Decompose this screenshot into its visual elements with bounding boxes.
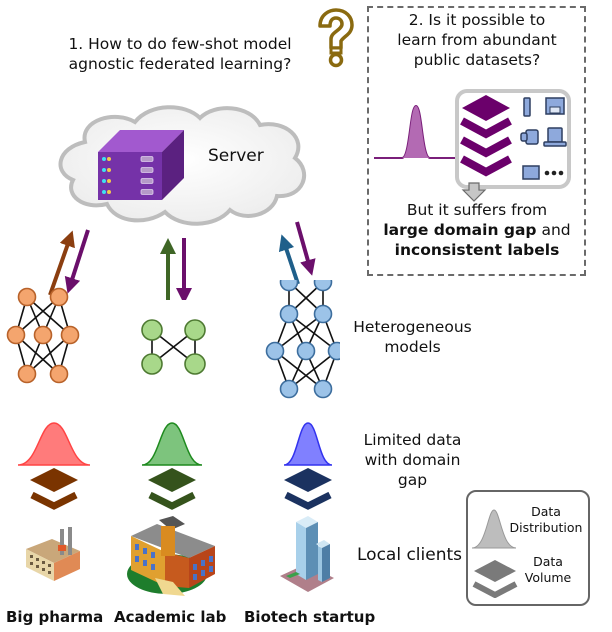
question-2-line1: 2. Is it possible to bbox=[408, 11, 546, 29]
network-node bbox=[279, 280, 299, 292]
network-edge bbox=[288, 350, 338, 390]
network-node bbox=[313, 304, 333, 324]
legend-dist-line1: Data bbox=[531, 504, 561, 519]
client-data bbox=[17, 422, 333, 510]
question-mark-icon bbox=[318, 8, 354, 68]
public-data-volume-icon bbox=[460, 95, 512, 177]
legend-volume-label: Data Volume bbox=[508, 554, 588, 586]
network-edge bbox=[26, 334, 71, 375]
network-node bbox=[296, 341, 316, 361]
heterogeneous-models-label: Heterogeneous models bbox=[340, 317, 485, 357]
local-clients-label: Local clients bbox=[357, 545, 463, 565]
model-network-1 bbox=[141, 319, 206, 375]
legend-vol-line1: Data bbox=[533, 554, 563, 569]
network-node bbox=[17, 364, 37, 384]
question-1-line2: agnostic federated learning? bbox=[68, 55, 292, 73]
academic-building-icon bbox=[127, 516, 215, 596]
network-edge bbox=[288, 313, 338, 352]
question-1: 1. How to do few-shot model agnostic fed… bbox=[40, 34, 320, 74]
question-2-line3: public datasets? bbox=[413, 51, 541, 69]
mug-icon bbox=[520, 129, 539, 145]
communication-arrows bbox=[48, 221, 316, 300]
data-label-line1: Limited data bbox=[363, 431, 462, 449]
question-2: 2. Is it possible to learn from abundant… bbox=[370, 10, 584, 70]
network-node bbox=[60, 325, 80, 345]
legend-volume-icon bbox=[472, 560, 518, 598]
network-node bbox=[17, 287, 37, 307]
upload-arrow-big-pharma bbox=[48, 230, 75, 296]
limited-data-label: Limited data with domain gap bbox=[340, 430, 485, 490]
legend-distribution-icon bbox=[472, 509, 516, 549]
legend: Data Distribution Data Volume bbox=[466, 490, 590, 606]
network-edge bbox=[15, 296, 60, 336]
factory-icon bbox=[26, 527, 80, 581]
network-node bbox=[313, 379, 333, 399]
result-line1: But it suffers from bbox=[406, 201, 548, 219]
network-node bbox=[49, 287, 69, 307]
data-volume-icon-1 bbox=[148, 468, 196, 510]
laptop-icon bbox=[543, 127, 567, 147]
model-network-0 bbox=[6, 287, 80, 384]
data-distribution-2 bbox=[283, 422, 333, 466]
download-arrow-big-pharma bbox=[64, 229, 90, 294]
upload-arrow-biotech-startup bbox=[278, 234, 300, 285]
network-node bbox=[141, 353, 163, 375]
public-data-distribution-icon bbox=[374, 104, 459, 159]
legend-dist-line2: Distribution bbox=[509, 520, 583, 535]
domain-gap-text: But it suffers from large domain gap and… bbox=[370, 200, 584, 260]
monitor-icon bbox=[522, 165, 540, 180]
models-label-line2: models bbox=[384, 338, 441, 356]
network-edge bbox=[15, 334, 60, 375]
phone-icon bbox=[523, 97, 531, 117]
network-edge bbox=[274, 313, 324, 352]
legend-vol-line2: Volume bbox=[524, 570, 572, 585]
model-network-2 bbox=[265, 280, 340, 399]
network-node bbox=[279, 379, 299, 399]
public-data-panel bbox=[367, 6, 586, 276]
data-distribution-1 bbox=[141, 422, 203, 466]
legend-distribution-label: Data Distribution bbox=[504, 504, 588, 536]
network-node bbox=[184, 319, 206, 341]
heterogeneous-models bbox=[6, 280, 340, 399]
client-label-big-pharma: Big pharma bbox=[6, 608, 104, 626]
result-bold2: inconsistent labels bbox=[394, 241, 560, 259]
network-node bbox=[33, 325, 53, 345]
network-node bbox=[184, 353, 206, 375]
client-label-biotech-startup: Biotech startup bbox=[244, 608, 376, 626]
result-and: and bbox=[536, 221, 571, 239]
network-node bbox=[279, 304, 299, 324]
network-node bbox=[6, 325, 26, 345]
network-node bbox=[313, 280, 333, 292]
question-1-line1: 1. How to do few-shot model bbox=[68, 35, 292, 53]
models-label-line1: Heterogeneous bbox=[353, 318, 472, 336]
data-distribution-0 bbox=[17, 422, 91, 466]
network-edge bbox=[274, 350, 324, 390]
result-bold1: large domain gap bbox=[383, 221, 537, 239]
printer-icon bbox=[545, 97, 565, 115]
data-volume-icon-0 bbox=[30, 468, 78, 510]
client-label-academic-lab: Academic lab bbox=[114, 608, 227, 626]
download-arrow-biotech-startup bbox=[295, 221, 316, 276]
data-label-line2: with domain bbox=[364, 451, 461, 469]
ellipsis-icon bbox=[544, 170, 564, 176]
network-node bbox=[265, 341, 285, 361]
data-volume-icon-2 bbox=[284, 468, 332, 510]
network-node bbox=[49, 364, 69, 384]
data-label-line3: gap bbox=[397, 471, 428, 489]
question-2-line2: learn from abundant bbox=[397, 31, 557, 49]
server-label: Server bbox=[208, 146, 264, 166]
network-node bbox=[141, 319, 163, 341]
network-edge bbox=[26, 296, 71, 336]
device-icons bbox=[520, 97, 567, 180]
server-rack-icon bbox=[98, 130, 184, 200]
down-arrow-icon bbox=[461, 182, 487, 202]
network-node bbox=[327, 341, 340, 361]
skyscraper-icon bbox=[280, 516, 334, 592]
